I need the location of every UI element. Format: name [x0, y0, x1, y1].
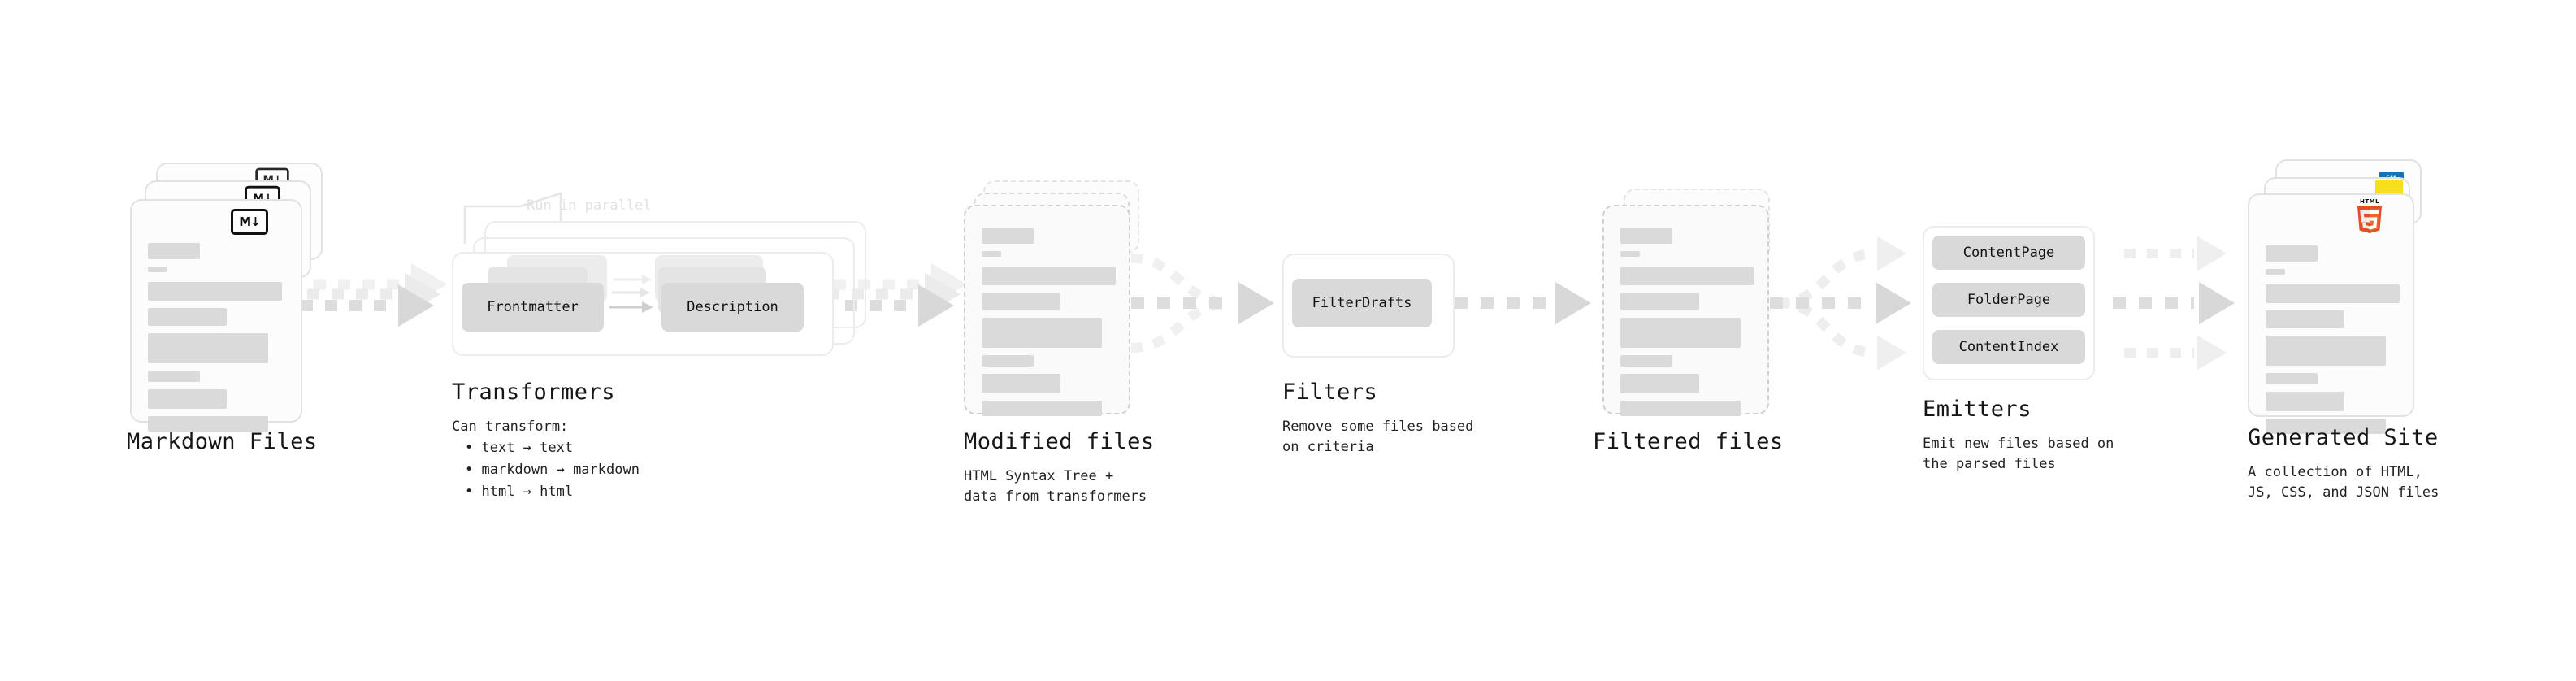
arrow-emitters-to-site: [2113, 236, 2235, 371]
transformers-bullet-2-text: html → html: [481, 484, 574, 500]
transformers-bullet-2: • html → html: [465, 484, 574, 500]
modified-skeleton: [982, 228, 1116, 423]
transformers-bullet-1: • markdown → markdown: [465, 462, 640, 478]
modified-files-caption: HTML Syntax Tree + data from transformer…: [964, 468, 1147, 505]
stage-title-transformers: Transformers: [452, 380, 616, 405]
stage-title-filtered-files: Filtered files: [1593, 429, 1784, 454]
markdown-card-front[interactable]: [130, 199, 302, 432]
stage-title-generated-site: Generated Site: [2248, 425, 2439, 450]
transformers-bullet-1-text: markdown → markdown: [481, 462, 640, 478]
chip-filterdrafts[interactable]: FilterDrafts: [1292, 279, 1432, 327]
stage-title-emitters: Emitters: [1923, 397, 2032, 422]
chip-folderpage[interactable]: FolderPage: [1932, 283, 2085, 317]
run-in-parallel-label: Run in parallel: [527, 197, 652, 214]
chip-contentpage[interactable]: ContentPage: [1932, 236, 2085, 270]
transformers-caption: Can transform:: [452, 419, 569, 435]
emitters-caption: Emit new files based on the parsed files: [1923, 436, 2114, 472]
chip-description[interactable]: Description: [661, 283, 804, 332]
stage-title-filters: Filters: [1282, 380, 1378, 405]
html5-icon-label: HTML: [2359, 198, 2380, 205]
markdown-icon: M↓: [231, 209, 268, 235]
arrow-modified-to-filters: [1130, 254, 1274, 353]
chip-frontmatter[interactable]: Frontmatter: [462, 283, 604, 332]
modified-card-front[interactable]: [964, 205, 1130, 416]
stage-title-modified-files: Modified files: [964, 429, 1155, 454]
stage-title-markdown-files: Markdown Files: [127, 429, 318, 454]
html5-shield: [2357, 206, 2382, 233]
site-card-front[interactable]: [2248, 193, 2414, 434]
transformers-bullet-0: • text → text: [465, 440, 574, 456]
arrow-markdown-to-transformers: [301, 263, 447, 327]
filtered-card-front[interactable]: [1602, 205, 1769, 416]
markdown-skeleton: [148, 243, 284, 439]
arrow-filters-to-filtered: [1455, 282, 1591, 324]
transformers-bullet-0-text: text → text: [481, 440, 574, 456]
generated-site-caption: A collection of HTML, JS, CSS, and JSON …: [2248, 464, 2439, 501]
filters-caption: Remove some files based on criteria: [1282, 419, 1474, 455]
chip-contentindex[interactable]: ContentIndex: [1932, 330, 2085, 364]
html5-icon: HTML: [2355, 199, 2384, 235]
arrow-filtered-to-emitters: [1770, 236, 1911, 371]
filtered-skeleton: [1620, 228, 1754, 423]
site-skeleton: [2266, 245, 2400, 441]
